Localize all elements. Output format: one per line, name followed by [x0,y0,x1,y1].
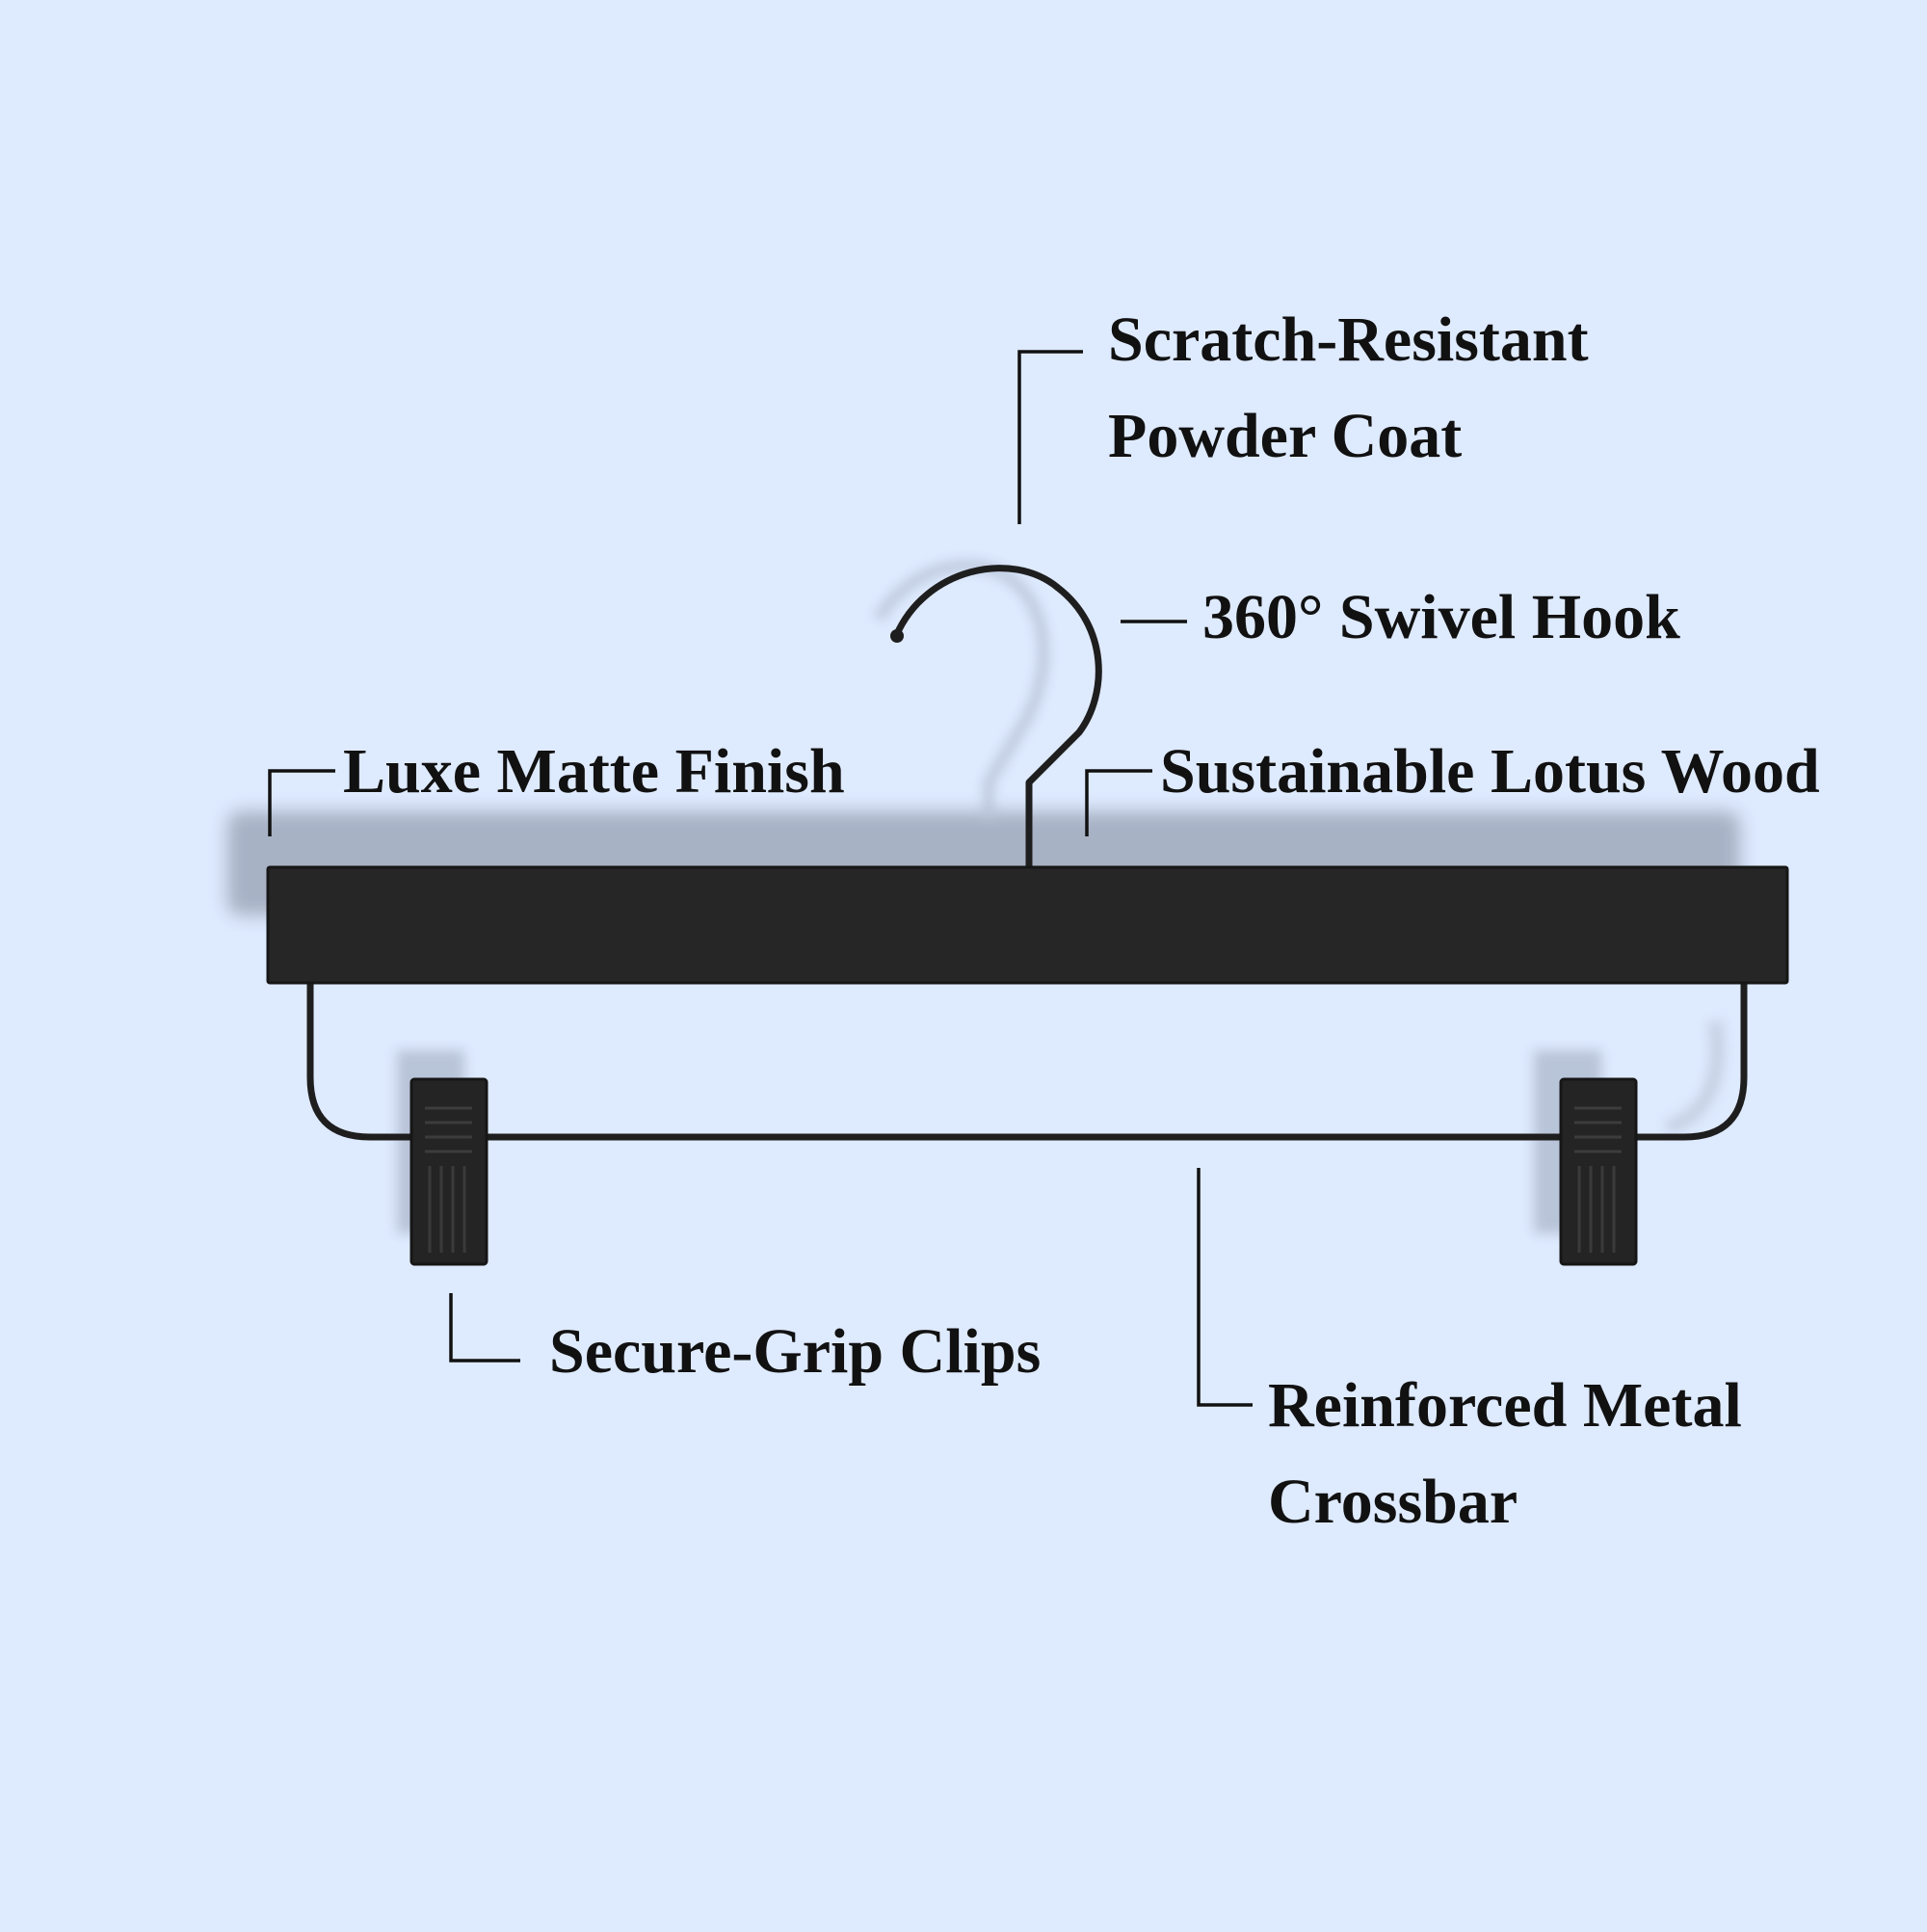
leader-crossbar [1197,1168,1253,1407]
leader-lines [268,350,1253,1407]
metal-crossbar [306,979,1748,1141]
right-clip [1559,1077,1638,1266]
label-swivel-hook: 360° Swivel Hook [1202,582,1680,652]
hook-tip [890,629,904,643]
label-lotus-wood: Sustainable Lotus Wood [1160,736,1820,807]
leader-matte-finish [268,769,335,836]
wooden-bar [266,865,1789,985]
leader-clips [449,1293,520,1363]
swivel-hook [892,565,1102,873]
label-powder-coat-line1: Scratch-Resistant [1108,304,1589,375]
label-crossbar-line2: Crossbar [1268,1467,1518,1537]
leader-powder-coat [1017,350,1083,524]
label-matte-finish: Luxe Matte Finish [343,736,845,807]
label-clips: Secure-Grip Clips [549,1316,1041,1387]
label-crossbar-line1: Reinforced Metal [1268,1370,1742,1441]
left-clip [409,1077,488,1266]
label-powder-coat-line2: Powder Coat [1108,401,1462,471]
leader-lotus-wood [1085,769,1152,836]
